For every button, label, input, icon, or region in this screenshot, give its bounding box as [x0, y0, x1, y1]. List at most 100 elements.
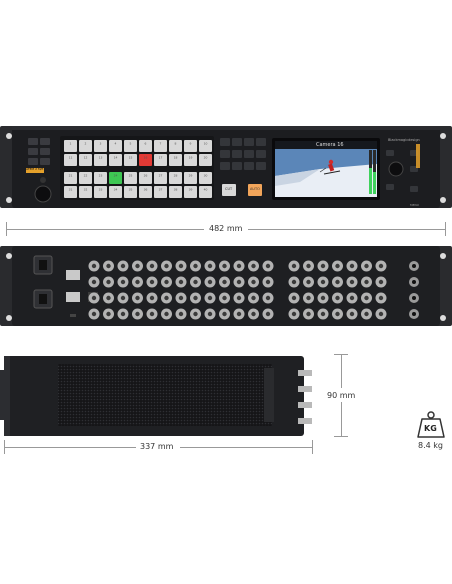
grid-key-label: 30: [204, 174, 208, 178]
grid-key[interactable]: [109, 140, 122, 152]
grid-key[interactable]: [109, 172, 122, 184]
grid-key[interactable]: [184, 154, 197, 166]
width-dim-line-right: [248, 229, 446, 230]
grid-key[interactable]: [79, 140, 92, 152]
weight-icon: KG: [416, 411, 446, 439]
brand-label: ATEM 2 M/E: [26, 167, 44, 171]
cut-label: CUT: [225, 187, 233, 191]
grid-key-label: 4: [115, 142, 117, 146]
bnc-connector-core: [106, 311, 111, 317]
grid-key[interactable]: [64, 140, 77, 152]
grid-key[interactable]: [64, 186, 77, 198]
grid-key[interactable]: [124, 172, 137, 184]
bnc-connector-core: [106, 295, 111, 301]
grid-key[interactable]: [199, 140, 212, 152]
grid-key-label: 31: [69, 188, 73, 192]
depth-dimension-label: 337 mm: [140, 442, 174, 451]
bnc-connector-core: [364, 295, 369, 301]
bnc-connector-core: [91, 295, 97, 301]
bnc-connector-core: [164, 311, 169, 317]
bnc-connector-core: [149, 263, 155, 269]
weight-value-label: 8.4 kg: [418, 441, 443, 450]
grid-key[interactable]: [79, 172, 92, 184]
grid-key[interactable]: [124, 140, 137, 152]
grid-key[interactable]: [139, 154, 152, 166]
grid-key-label: 40: [204, 188, 208, 192]
grid-key[interactable]: [199, 186, 212, 198]
grid-key[interactable]: [184, 140, 197, 152]
grid-key[interactable]: [169, 154, 182, 166]
bnc-connector-core: [193, 295, 198, 301]
bnc-grid: [88, 260, 387, 320]
bnc-connector-core: [364, 263, 369, 269]
grid-key[interactable]: [94, 154, 107, 166]
bnc-connector-core: [193, 279, 198, 285]
bnc-connector-core: [193, 311, 198, 317]
grid-key-label: 2: [85, 142, 87, 146]
bnc-connector-core: [378, 295, 384, 301]
grid-key-label: 6: [145, 142, 147, 146]
bnc-connector-core: [222, 263, 227, 269]
side-view: [0, 350, 320, 440]
grid-key[interactable]: [154, 186, 167, 198]
bnc-connector-core: [149, 311, 155, 317]
depth-dim-line-left: [4, 447, 136, 448]
bnc-connector-core: [222, 311, 227, 317]
grid-key[interactable]: [199, 172, 212, 184]
grid-key-label: 32: [84, 188, 88, 192]
height-dim-tick-bottom: [334, 436, 348, 437]
bnc-connector-core: [91, 263, 97, 269]
grid-key[interactable]: [184, 186, 197, 198]
bnc-connector-core: [291, 263, 297, 269]
screen-title: Camera 16: [316, 142, 344, 148]
bnc-connector-core: [207, 311, 213, 317]
bnc-connector-core: [265, 279, 271, 285]
grid-key[interactable]: [124, 154, 137, 166]
bnc-connector-core: [207, 263, 213, 269]
grid-key[interactable]: [64, 172, 77, 184]
grid-key[interactable]: [139, 186, 152, 198]
bnc-connector-core: [378, 279, 384, 285]
grid-key[interactable]: [154, 140, 167, 152]
grid-key[interactable]: [154, 154, 167, 166]
bnc-connector-core: [207, 295, 213, 301]
bnc-connector-core: [207, 279, 213, 285]
grid-key[interactable]: [64, 154, 77, 166]
bnc-connector-core: [320, 311, 326, 317]
bnc-connector-core: [149, 295, 155, 301]
bnc-connector-core: [306, 263, 311, 269]
grid-key[interactable]: [139, 172, 152, 184]
grid-key-label: 33: [99, 188, 103, 192]
bnc-connector-core: [265, 311, 271, 317]
grid-key[interactable]: [139, 140, 152, 152]
grid-key-label: 37: [159, 188, 163, 192]
bnc-connector-core: [193, 263, 198, 269]
grid-key[interactable]: [109, 154, 122, 166]
grid-key[interactable]: [79, 154, 92, 166]
bnc-connector-core: [349, 311, 355, 317]
bnc-connector-core: [164, 263, 169, 269]
bnc-connector-core: [349, 295, 355, 301]
depth-dim-line-right: [180, 447, 312, 448]
grid-key-label: 15: [129, 156, 133, 160]
grid-key[interactable]: [94, 172, 107, 184]
grid-key[interactable]: [184, 172, 197, 184]
grid-key[interactable]: [124, 186, 137, 198]
grid-key[interactable]: [79, 186, 92, 198]
grid-key[interactable]: [94, 140, 107, 152]
grid-key[interactable]: [94, 186, 107, 198]
bnc-connector-core: [91, 279, 97, 285]
grid-key[interactable]: [169, 186, 182, 198]
grid-key[interactable]: [154, 172, 167, 184]
bnc-connector-core: [291, 311, 297, 317]
grid-key[interactable]: [199, 154, 212, 166]
grid-key[interactable]: [109, 186, 122, 198]
bnc-connector-core: [251, 295, 256, 301]
bnc-connector-core: [236, 279, 242, 285]
vent-grille: [58, 364, 272, 426]
grid-key[interactable]: [169, 172, 182, 184]
bnc-connector-core: [335, 279, 340, 285]
grid-key[interactable]: [169, 140, 182, 152]
